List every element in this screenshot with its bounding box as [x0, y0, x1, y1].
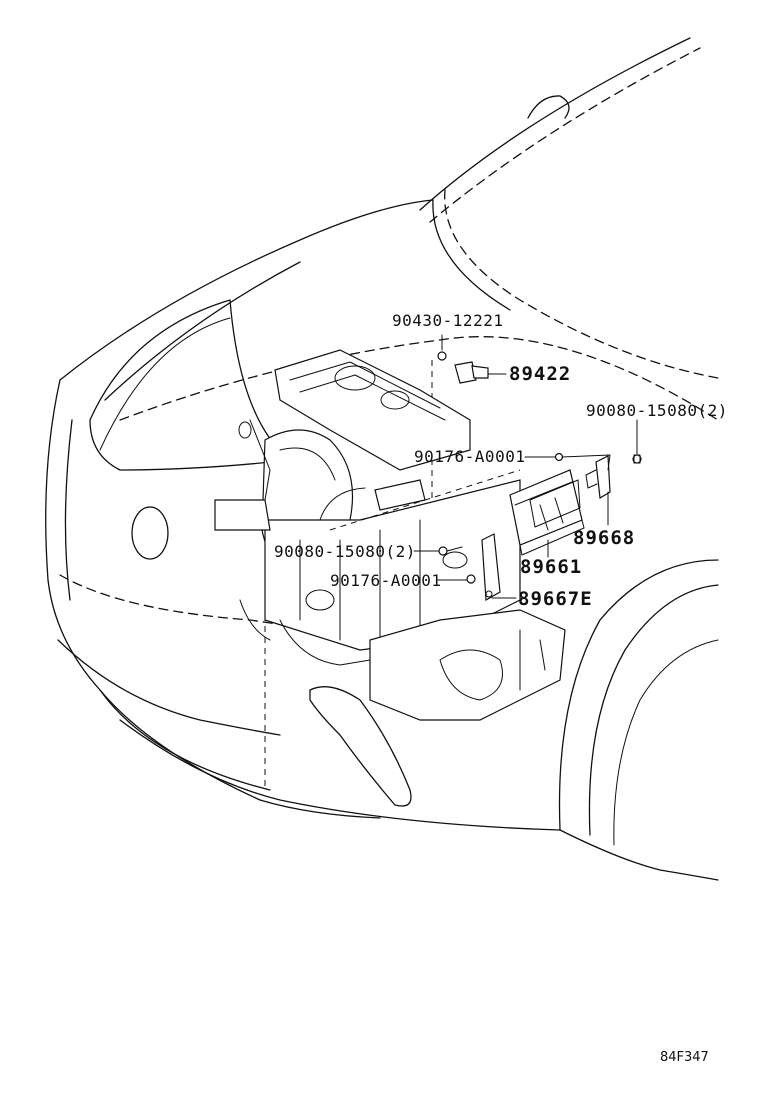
callout-90176-a0001-upper: 90176-A0001 — [414, 447, 525, 466]
callout-89667e: 89667E — [518, 588, 593, 610]
leader-lines — [413, 334, 638, 599]
callout-89668: 89668 — [573, 527, 635, 549]
callout-89422: 89422 — [509, 363, 571, 385]
callout-90080-15080-lower: 90080-15080(2) — [274, 542, 416, 561]
callout-89661: 89661 — [520, 556, 582, 578]
bracket-89667e — [481, 533, 501, 601]
figure-code: 84F347 — [660, 1050, 709, 1065]
callout-90080-15080-upper: 90080-15080(2) — [586, 401, 728, 420]
callout-90176-a0001-lower: 90176-A0001 — [330, 571, 441, 590]
ecu-unit — [509, 469, 585, 556]
engine-assembly — [214, 349, 566, 721]
bracket-89668 — [585, 455, 611, 499]
callout-labels: 90430-12221 89422 90080-15080(2) 90176-A… — [274, 311, 728, 1065]
fasteners — [438, 452, 642, 584]
callout-90430-12221: 90430-12221 — [392, 311, 503, 330]
sensor-89422 — [437, 351, 489, 384]
